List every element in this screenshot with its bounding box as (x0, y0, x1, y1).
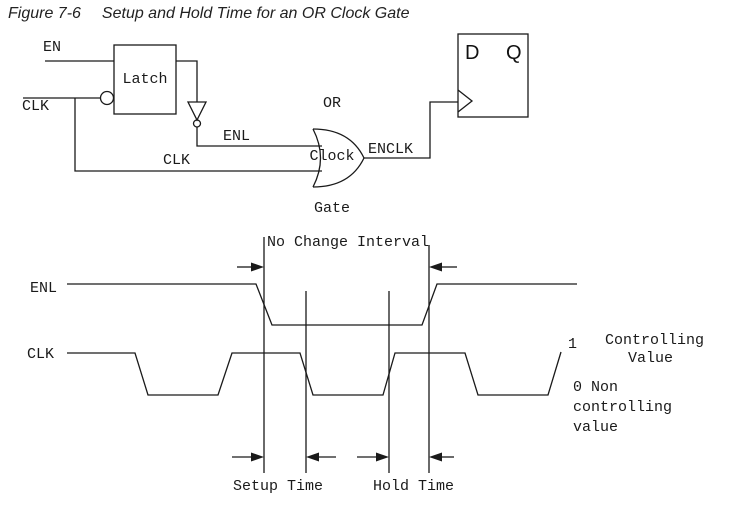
figure-caption: Figure 7-6 Setup and Hold Time for an OR… (8, 5, 409, 23)
or-caption-line3: Gate (313, 200, 350, 217)
or-caption-line2: Clock (309, 147, 355, 165)
enl-wire-label: ENL (223, 128, 251, 145)
latch-box (113, 44, 177, 115)
left-arrow-icon (306, 452, 319, 462)
enl-waveform (67, 283, 577, 326)
noncontrolling-line3: value (573, 419, 619, 436)
figure-number: Figure 7-6 (8, 5, 81, 22)
controlling-value-line2: Value (628, 350, 674, 367)
clk-wire-label: CLK (163, 152, 191, 169)
latch-output-wire (176, 60, 198, 102)
left-arrow-icon (429, 262, 442, 272)
latch-clock-bubble-icon (99, 90, 115, 106)
right-arrow-icon (251, 452, 264, 462)
hold-time-label: Hold Time (373, 478, 455, 495)
clk-waveform (67, 351, 562, 396)
dff-clock-triangle-icon (457, 89, 474, 113)
enl-wire (196, 127, 322, 147)
inverter-icon (186, 101, 208, 122)
noncontrolling-line1: 0 Non (573, 379, 619, 396)
no-change-interval-label: No Change Interval (267, 234, 430, 251)
enclk-wire-label: ENCLK (368, 141, 414, 158)
logic-one-label: 1 (568, 336, 578, 353)
clk-branch-wire (74, 98, 322, 172)
clk-input-label: CLK (22, 98, 50, 115)
or-caption-line1: OR (322, 95, 341, 112)
dff-box (457, 33, 529, 118)
or-gate-left-arc (312, 128, 322, 188)
latch-label: Latch (122, 71, 168, 88)
or-gate-bottom-arc (312, 157, 365, 188)
or-gate-top-arc (312, 128, 365, 159)
or-clock-gate-caption: OR Clock Gate (289, 60, 375, 253)
right-arrow-icon (376, 452, 389, 462)
left-arrow-icon (429, 452, 442, 462)
dff-d-pin-label: D (465, 42, 480, 64)
enclk-wire (364, 101, 458, 159)
noncontrolling-line2: controlling (573, 399, 673, 416)
clk-signal-label: CLK (27, 346, 55, 363)
controlling-value-line1: Controlling (605, 332, 705, 349)
right-arrow-icon (251, 262, 264, 272)
en-input-label: EN (43, 39, 62, 56)
dff-q-pin-label: Q (506, 42, 522, 64)
setup-time-label: Setup Time (233, 478, 324, 495)
figure-title: Setup and Hold Time for an OR Clock Gate (101, 5, 410, 22)
enl-signal-label: ENL (30, 280, 58, 297)
